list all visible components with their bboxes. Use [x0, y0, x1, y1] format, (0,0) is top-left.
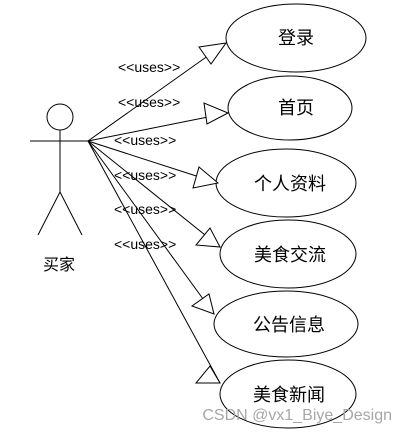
stereotype-label: <<uses>> — [114, 236, 176, 252]
stereotype-label: <<uses>> — [118, 59, 180, 75]
actor-head — [46, 103, 74, 131]
arrowhead-login — [198, 42, 228, 65]
use-case-label-food-exchange: 美食交流 — [254, 245, 326, 266]
arrowhead-food-exchange — [195, 227, 221, 248]
use-case-label-home: 首页 — [278, 98, 314, 119]
use-case-home[interactable] — [227, 75, 353, 141]
edge-to-announcements — [87, 140, 215, 315]
actor-left-leg — [37, 191, 61, 236]
arrowhead-profile — [192, 166, 220, 189]
use-case-announcements[interactable] — [213, 290, 359, 358]
edge-to-home — [87, 112, 229, 142]
arrowhead-announcements — [190, 293, 215, 315]
use-case-label-profile: 个人资料 — [254, 174, 326, 195]
actor-right-leg — [59, 191, 83, 236]
actor-label: 买家 — [43, 255, 75, 274]
edge-to-food-news — [87, 140, 221, 384]
use-case-login[interactable] — [225, 3, 367, 73]
stereotype-label: <<uses>> — [114, 201, 176, 217]
stereotype-label: <<uses>> — [114, 167, 176, 183]
use-case-label-login: 登录 — [278, 28, 314, 49]
use-case-food-exchange[interactable] — [219, 219, 357, 289]
stereotype-label: <<uses>> — [118, 94, 180, 110]
stereotype-label: <<uses>> — [114, 132, 176, 148]
use-case-food-news[interactable] — [219, 359, 357, 429]
edge-to-food-exchange — [87, 140, 221, 248]
edge-to-login — [87, 42, 227, 142]
use-case-label-announcements: 公告信息 — [253, 315, 325, 336]
use-case-label-food-news: 美食新闻 — [253, 385, 325, 406]
arrowhead-home — [203, 102, 230, 125]
arrowhead-food-news — [194, 365, 221, 384]
watermark-text: CSDN @vx1_Biye_Design — [202, 407, 392, 424]
actor-figure — [30, 103, 90, 236]
